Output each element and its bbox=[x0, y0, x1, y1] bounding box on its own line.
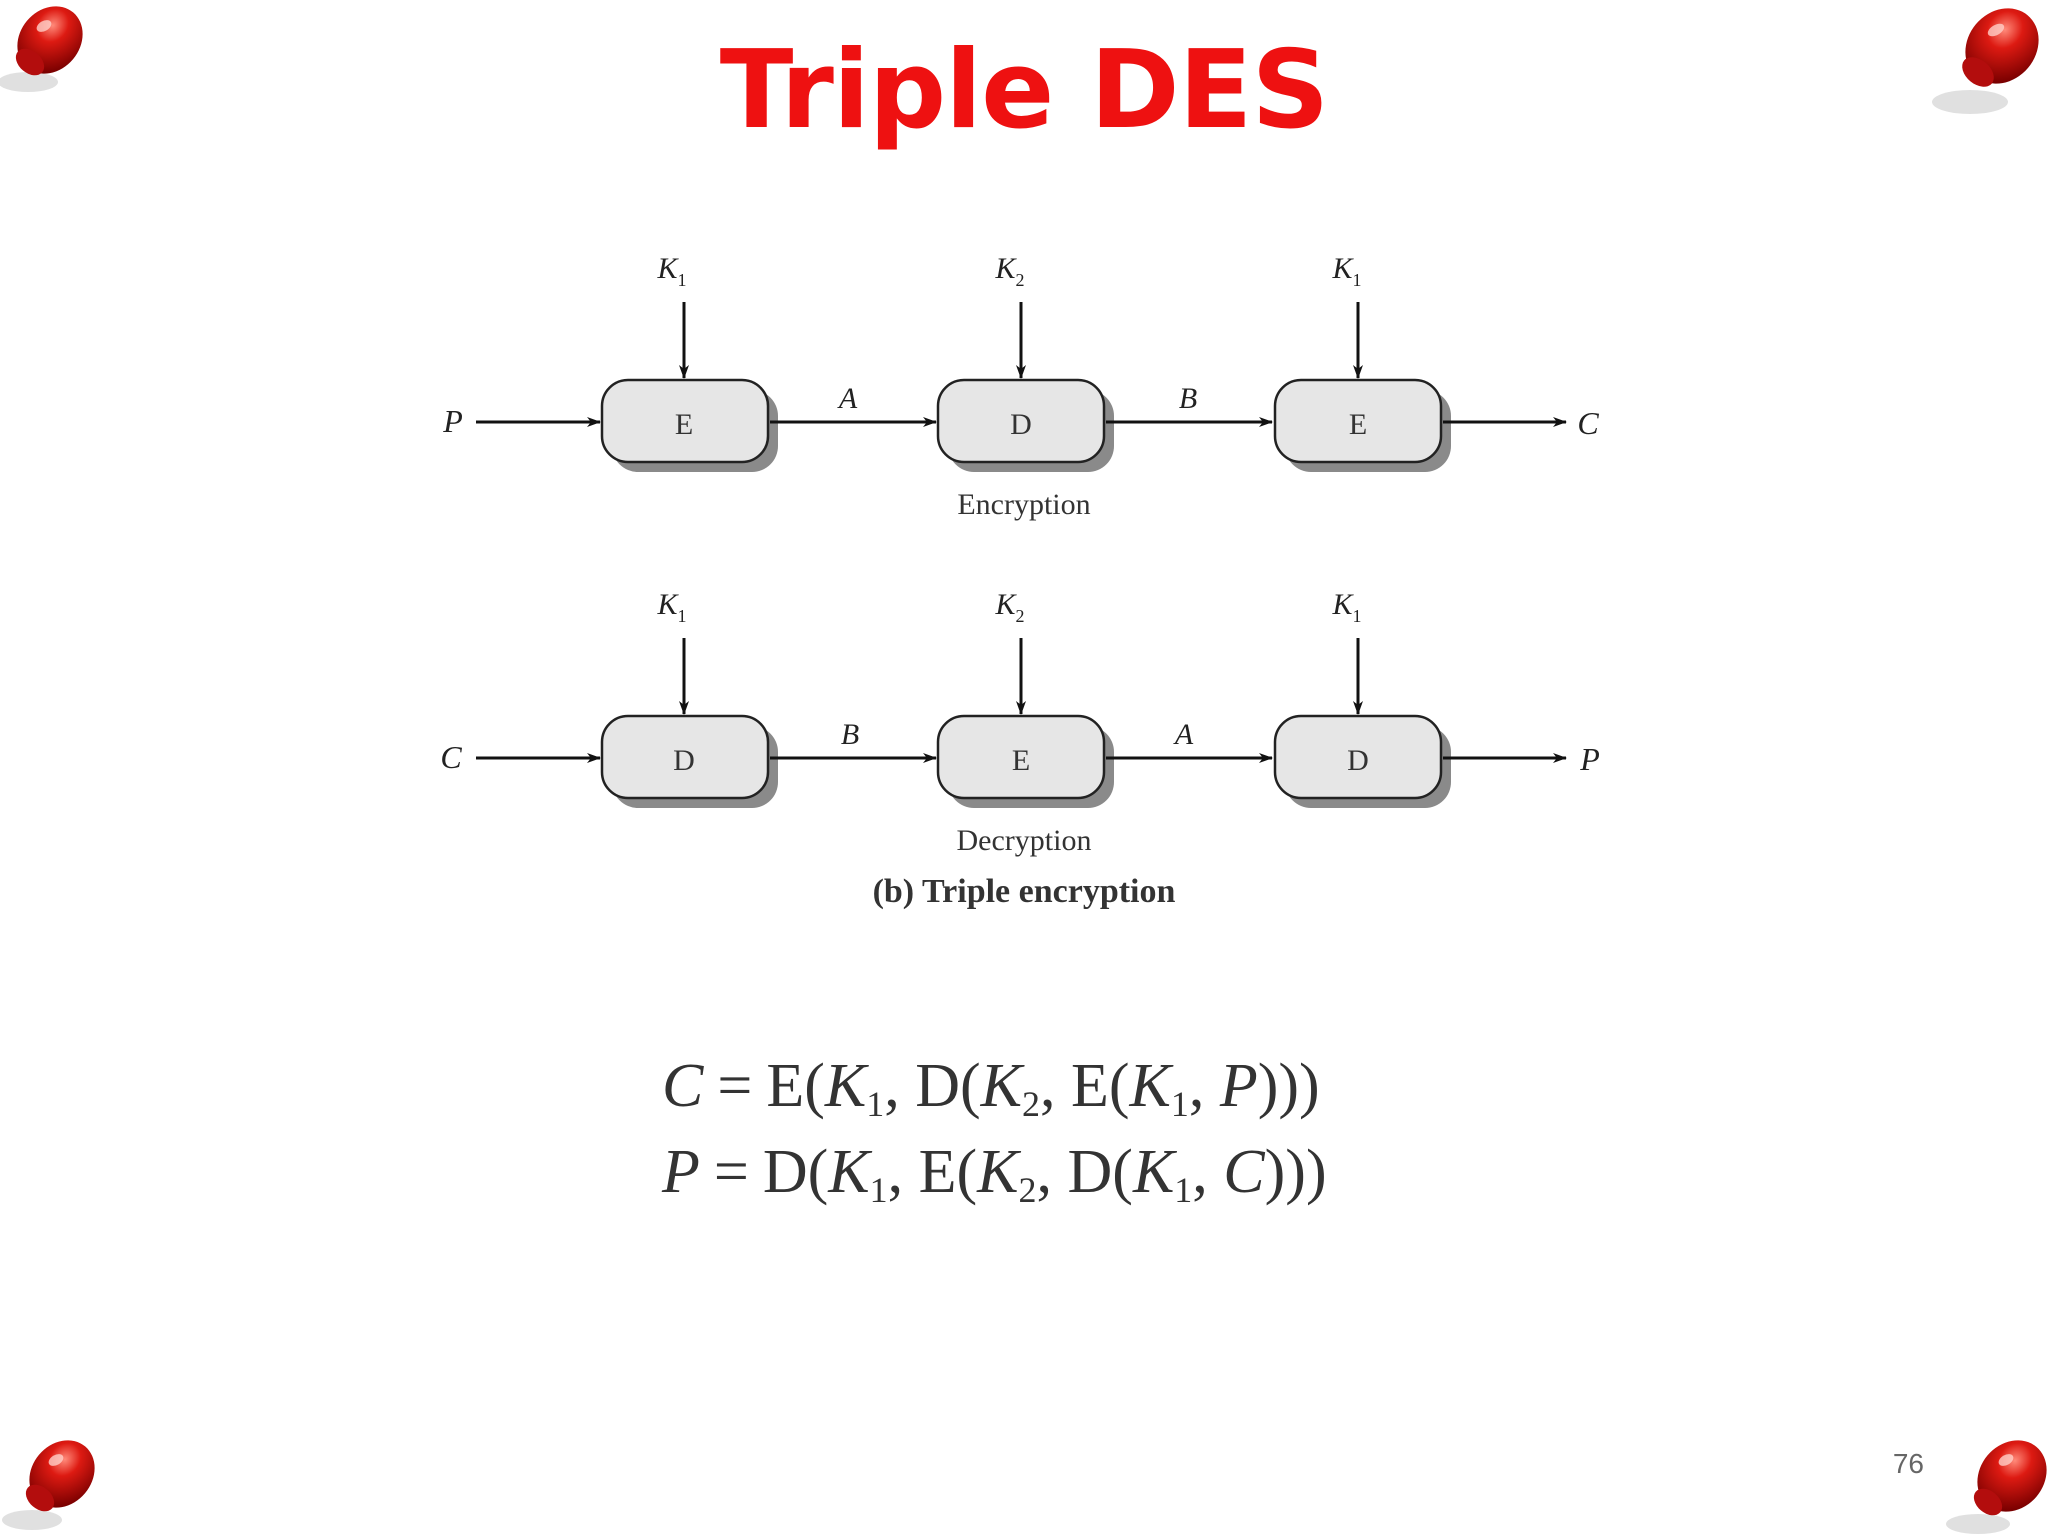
encryption-row: P K1 E A K2 D B K1 E bbox=[442, 252, 1599, 521]
equations: C=E(K1, D(K2, E(K1, P))) P=D(K1, E(K2, D… bbox=[661, 1052, 1327, 1210]
enc-key-1: K1 bbox=[656, 252, 686, 290]
dec-stage-3: K1 D bbox=[1273, 588, 1451, 808]
page-number: 76 bbox=[1892, 1448, 1924, 1479]
pushpin-bottom-left-icon bbox=[2, 1440, 95, 1530]
encryption-caption: Encryption bbox=[957, 488, 1090, 521]
dec-link-1: B bbox=[841, 718, 859, 751]
pushpin-top-right-icon bbox=[1932, 8, 2039, 114]
pushpin-bottom-right-icon bbox=[1946, 1440, 2047, 1534]
dec-op-3: D bbox=[1347, 744, 1369, 777]
dec-key-2: K2 bbox=[994, 588, 1024, 626]
enc-box-3 bbox=[1273, 378, 1443, 464]
enc-key-3: K1 bbox=[1331, 252, 1361, 290]
enc-link-1: A bbox=[837, 382, 858, 415]
dec-input-label: C bbox=[440, 739, 462, 775]
decryption-caption: Decryption bbox=[957, 824, 1092, 857]
enc-link-2: B bbox=[1179, 382, 1197, 415]
dec-stage-1: K1 D bbox=[600, 588, 778, 808]
enc-op-2: D bbox=[1010, 408, 1032, 441]
dec-link-2: A bbox=[1173, 718, 1194, 751]
dec-output-label: P bbox=[1579, 741, 1600, 777]
dec-box-3 bbox=[1273, 714, 1443, 800]
equation-1: C=E(K1, D(K2, E(K1, P))) bbox=[662, 1052, 1320, 1124]
enc-box-2 bbox=[936, 378, 1106, 464]
dec-op-1: D bbox=[673, 744, 695, 777]
dec-key-1: K1 bbox=[656, 588, 686, 626]
enc-op-3: E bbox=[1349, 408, 1367, 441]
enc-box-1 bbox=[600, 378, 770, 464]
pushpin-top-left-icon bbox=[0, 6, 83, 92]
enc-output-label: C bbox=[1577, 405, 1599, 441]
enc-stage-3: K1 E bbox=[1273, 252, 1451, 472]
enc-stage-2: K2 D bbox=[936, 252, 1114, 472]
figure-caption: (b) Triple encryption bbox=[873, 873, 1176, 910]
enc-input-label: P bbox=[442, 403, 463, 439]
enc-key-2: K2 bbox=[994, 252, 1024, 290]
dec-stage-2: K2 E bbox=[936, 588, 1114, 808]
decryption-row: C K1 D B K2 E A K1 D P Decry bbox=[440, 588, 1599, 910]
slide-title: Triple DES bbox=[719, 28, 1329, 153]
enc-stage-1: K1 E bbox=[600, 252, 778, 472]
equation-2: P=D(K1, E(K2, D(K1, C))) bbox=[661, 1138, 1327, 1210]
dec-op-2: E bbox=[1012, 744, 1030, 777]
dec-box-1 bbox=[600, 714, 770, 800]
dec-key-3: K1 bbox=[1331, 588, 1361, 626]
enc-op-1: E bbox=[675, 408, 693, 441]
dec-box-2 bbox=[936, 714, 1106, 800]
